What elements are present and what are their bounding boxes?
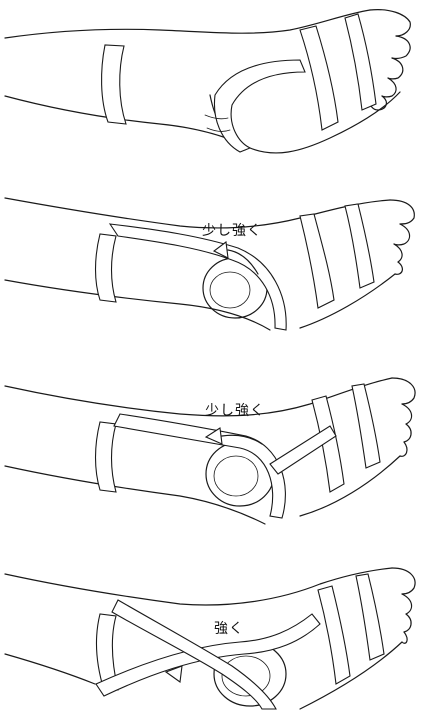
step-3-panel: 少し強く bbox=[0, 356, 423, 534]
step-4-label: 強く bbox=[214, 618, 244, 638]
step-2-panel: 少し強く bbox=[0, 178, 423, 356]
leg-taping-illustration-4 bbox=[0, 534, 423, 713]
leg-taping-illustration-2 bbox=[0, 178, 423, 356]
step-3-label: 少し強く bbox=[205, 400, 265, 420]
leg-taping-illustration-1 bbox=[0, 0, 423, 178]
step-1-panel bbox=[0, 0, 423, 178]
step-2-label: 少し強く bbox=[202, 220, 262, 240]
step-4-panel: 強く bbox=[0, 534, 423, 712]
leg-taping-illustration-3 bbox=[0, 356, 423, 534]
